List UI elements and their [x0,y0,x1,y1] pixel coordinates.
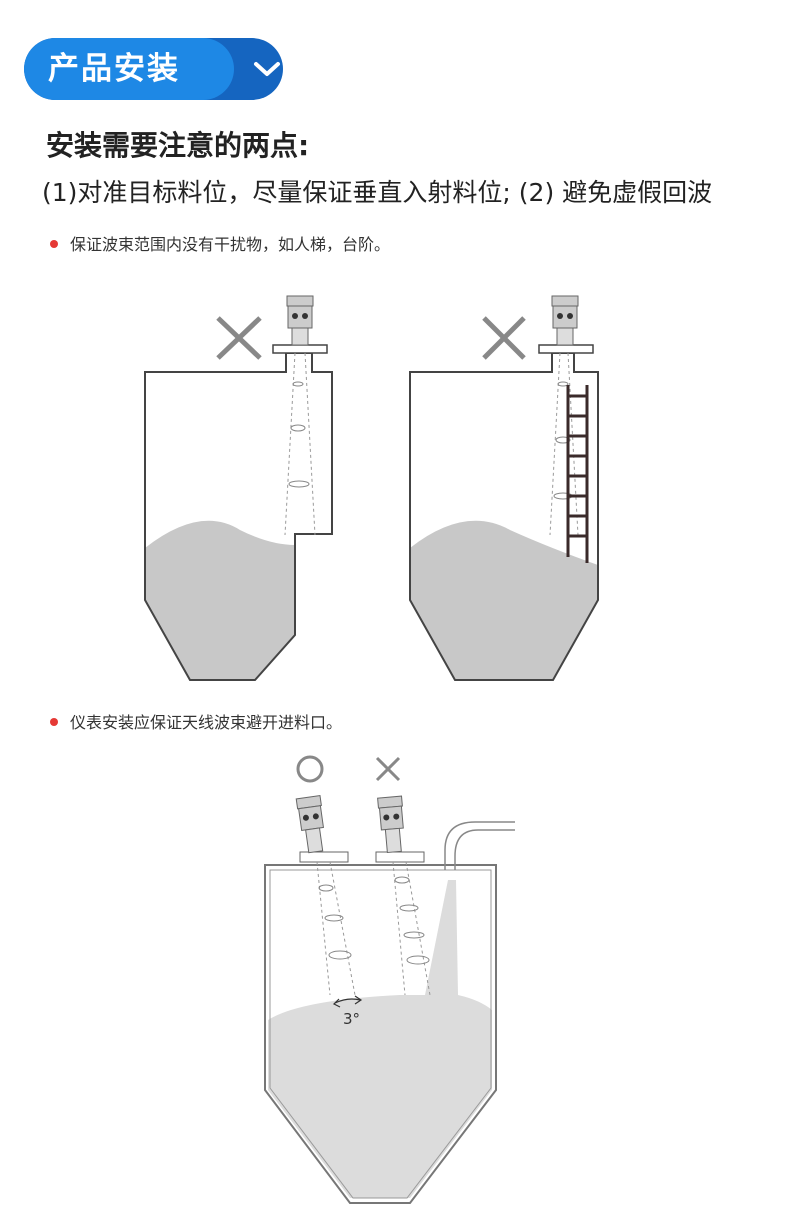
radar-sensor-icon [551,295,579,346]
cross-mark-icon [375,756,401,782]
bullet-dot [50,240,58,248]
note-text: 保证波束范围内没有干扰物，如人梯，台阶。 [70,235,391,254]
radar-sensor-icon [286,295,314,346]
note-item: 仪表安装应保证天线波束避开进料口。 [50,709,342,733]
cross-mark-icon [216,316,262,360]
chevron-down-icon [254,62,280,76]
header-pill-left [24,38,234,100]
section-heading: 安装需要注意的两点: [46,129,310,162]
note-item: 保证波束范围内没有干扰物，如人梯，台阶。 [50,231,390,255]
tank-with-ladder [409,295,599,681]
note-text: 仪表安装应保证天线波束避开进料口。 [70,713,343,732]
header-title: 产品安装 [48,51,180,87]
radar-sensor-icon [295,795,325,854]
angle-label: 3° [343,1010,360,1028]
tank-with-inlet: 3° [264,755,515,1204]
cross-mark-icon [482,316,526,360]
section-subtitle: (1)对准目标料位，尽量保证垂直入射料位; (2) 避免虚假回波 [42,178,713,207]
radar-sensor-icon [377,795,404,854]
tank-with-step [144,295,333,681]
circle-mark-icon [296,755,324,783]
section-header: 产品安装 [24,38,283,100]
ladder-icon [566,385,589,563]
bullet-dot [50,718,58,726]
